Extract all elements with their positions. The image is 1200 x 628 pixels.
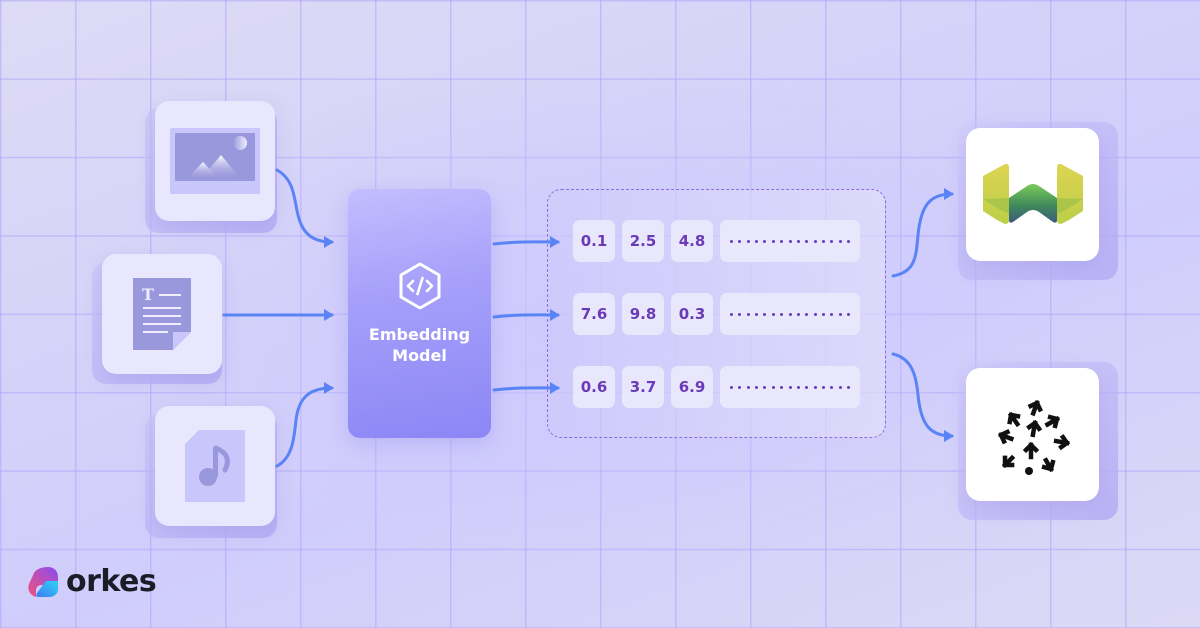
ellipsis-dot bbox=[771, 312, 775, 316]
weaviate-logo-icon bbox=[982, 163, 1083, 224]
ellipsis-dot bbox=[729, 239, 733, 243]
vector-ellipsis bbox=[720, 366, 860, 408]
ellipsis-dot bbox=[847, 385, 851, 389]
ellipsis-dot bbox=[805, 239, 809, 243]
arrow-model-to-vector3 bbox=[492, 381, 560, 394]
ellipsis-dot bbox=[838, 239, 842, 243]
ellipsis-dot bbox=[847, 312, 851, 316]
model-label-line2: Model bbox=[392, 345, 447, 365]
ellipsis-dot bbox=[754, 312, 758, 316]
vector-value: 3.7 bbox=[622, 366, 664, 408]
ellipsis-dot bbox=[763, 239, 767, 243]
image-file-icon bbox=[170, 128, 260, 194]
ellipsis-dot bbox=[738, 385, 742, 389]
text-glyph: T bbox=[142, 285, 154, 304]
code-hexagon-icon bbox=[399, 262, 440, 309]
audio-file-icon bbox=[185, 430, 245, 502]
ellipsis-dot bbox=[788, 385, 792, 389]
arrow-model-to-vector1 bbox=[492, 235, 560, 248]
ellipsis-dot bbox=[780, 239, 784, 243]
vector-value: 4.8 bbox=[671, 220, 713, 262]
ellipsis-dot bbox=[729, 385, 733, 389]
ellipsis-dot bbox=[822, 385, 826, 389]
vector-value: 9.8 bbox=[622, 293, 664, 335]
arrow-image-to-model bbox=[275, 168, 334, 248]
ellipsis-dot bbox=[763, 385, 767, 389]
vector-value: 2.5 bbox=[622, 220, 664, 262]
ellipsis-dot bbox=[771, 385, 775, 389]
ellipsis-dot bbox=[813, 239, 817, 243]
ellipsis-dot bbox=[788, 312, 792, 316]
vector-value: 0.1 bbox=[573, 220, 615, 262]
ellipsis-dot bbox=[822, 312, 826, 316]
weaviate-output-card bbox=[966, 128, 1099, 261]
ellipsis-dot bbox=[805, 312, 809, 316]
ellipsis-dot bbox=[754, 239, 758, 243]
text-document-icon: T bbox=[133, 278, 191, 350]
ellipsis-dot bbox=[771, 239, 775, 243]
ellipsis-dot bbox=[746, 312, 750, 316]
ellipsis-dot bbox=[763, 312, 767, 316]
ellipsis-dot bbox=[813, 312, 817, 316]
orkes-logo: orkes bbox=[24, 563, 157, 601]
ellipsis-dot bbox=[746, 239, 750, 243]
ellipsis-dot bbox=[796, 312, 800, 316]
ellipsis-dot bbox=[746, 385, 750, 389]
vector-row: 0.6 3.7 6.9 bbox=[573, 366, 860, 408]
ellipsis-dot bbox=[788, 239, 792, 243]
ellipsis-dot bbox=[838, 312, 842, 316]
vector-row: 7.6 9.8 0.3 bbox=[573, 293, 860, 335]
ellipsis-dot bbox=[738, 239, 742, 243]
arrow-vectors-to-cluster bbox=[891, 352, 954, 442]
text-input-card: T bbox=[102, 254, 222, 374]
vector-row: 0.1 2.5 4.8 bbox=[573, 220, 860, 262]
vector-value: 6.9 bbox=[671, 366, 713, 408]
audio-input-card bbox=[155, 406, 275, 526]
ellipsis-dot bbox=[738, 312, 742, 316]
ellipsis-dot bbox=[830, 385, 834, 389]
ellipsis-dot bbox=[830, 312, 834, 316]
model-label-line1: Embedding bbox=[368, 324, 471, 344]
ellipsis-dot bbox=[780, 385, 784, 389]
ellipsis-dot bbox=[754, 385, 758, 389]
image-input-card bbox=[155, 101, 275, 221]
ellipsis-dot bbox=[796, 385, 800, 389]
cluster-output-card bbox=[966, 368, 1099, 501]
vector-value: 7.6 bbox=[573, 293, 615, 335]
ellipsis-dot bbox=[847, 239, 851, 243]
ellipsis-dot bbox=[780, 312, 784, 316]
ellipsis-dot bbox=[838, 385, 842, 389]
ellipsis-dot bbox=[822, 239, 826, 243]
orkes-logo-icon bbox=[28, 567, 58, 597]
vector-ellipsis bbox=[720, 220, 860, 262]
ellipsis-dot bbox=[796, 239, 800, 243]
ellipsis-dot bbox=[729, 312, 733, 316]
vector-value: 0.3 bbox=[671, 293, 713, 335]
arrow-model-to-vector2 bbox=[492, 308, 560, 321]
ellipsis-dot bbox=[813, 385, 817, 389]
ellipsis-dot bbox=[805, 385, 809, 389]
embedding-model-label: Embedding Model bbox=[369, 324, 470, 366]
arrow-vectors-to-weaviate bbox=[891, 188, 954, 278]
embedding-model-block: Embedding Model bbox=[348, 189, 491, 438]
vector-value: 0.6 bbox=[573, 366, 615, 408]
vector-ellipsis bbox=[720, 293, 860, 335]
arrows-cluster-logo-icon bbox=[997, 399, 1070, 475]
arrow-audio-to-model bbox=[275, 382, 334, 468]
ellipsis-dot bbox=[830, 239, 834, 243]
vector-embeddings-box: 0.1 2.5 4.8 7.6 9.8 0.3 0.6 3.7 6.9 bbox=[547, 189, 886, 438]
orkes-logo-text: orkes bbox=[66, 564, 157, 599]
